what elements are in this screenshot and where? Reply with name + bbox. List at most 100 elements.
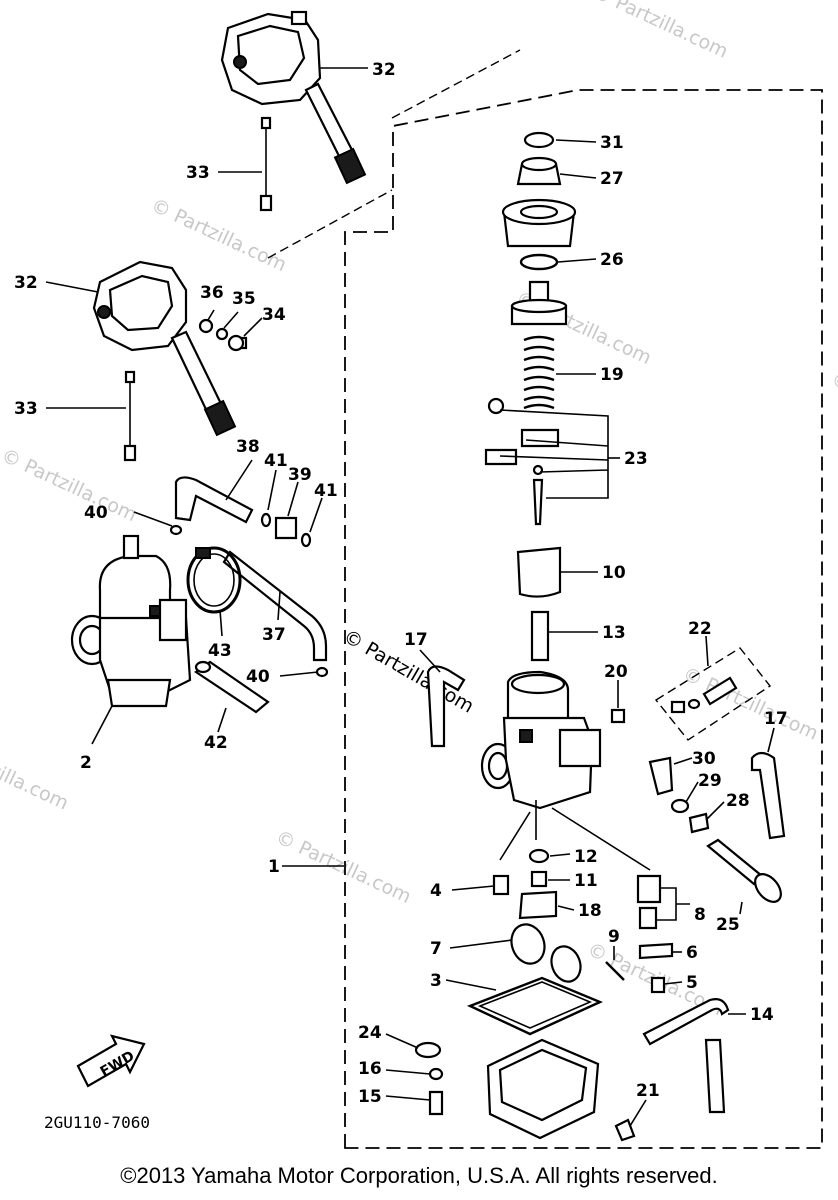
float-bowl [486, 1038, 600, 1140]
callout-41: 41 [314, 481, 338, 501]
callout-8: 8 [694, 905, 706, 925]
callout-40: 40 [84, 503, 108, 523]
callout-7: 7 [430, 939, 442, 959]
copyright-footer: ©2013 Yamaha Motor Corporation, U.S.A. A… [120, 1163, 718, 1188]
fwd-arrow-icon: FWD [76, 1034, 146, 1088]
callout-1: 1 [268, 857, 280, 877]
part-4 [492, 874, 510, 896]
callout-41: 41 [264, 451, 288, 471]
leader-lines [45, 67, 775, 1127]
part-20 [610, 708, 626, 724]
callout-9: 9 [608, 927, 620, 947]
part-40-clip [315, 666, 329, 678]
callout-19: 19 [600, 365, 624, 385]
callout-43: 43 [208, 641, 232, 661]
watermark: © Partzilla.com [589, 0, 731, 63]
watermark: © Partzilla.com [0, 444, 140, 526]
part-18-plate [518, 890, 558, 920]
callout-33: 33 [14, 399, 38, 419]
assembly-link-line [267, 189, 393, 259]
parts-39-41 [260, 512, 312, 548]
part-32-mid [92, 260, 237, 437]
callout-labels: 31 27 26 19 23 10 13 22 20 17 17 30 29 2… [14, 60, 788, 1107]
part-24-clamp [414, 1041, 442, 1059]
assembly-boundary [344, 89, 823, 1149]
part-30 [648, 756, 674, 796]
part-12-washer [528, 848, 550, 864]
callout-38: 38 [236, 437, 260, 457]
part-29 [670, 798, 690, 814]
callout-36: 36 [200, 283, 224, 303]
part-top-nut [501, 198, 577, 248]
callout-21: 21 [636, 1081, 660, 1101]
part-28 [688, 812, 710, 834]
part-6 [638, 942, 674, 960]
callout-34: 34 [262, 305, 286, 325]
part-40-clip [169, 524, 183, 536]
part-32-top [220, 10, 367, 185]
callout-28: 28 [726, 791, 750, 811]
callout-6: 6 [686, 943, 698, 963]
callout-32: 32 [14, 273, 38, 293]
callout-11: 11 [574, 871, 598, 891]
part-7-float [510, 923, 582, 983]
part-19-spring [523, 335, 555, 410]
callout-15: 15 [358, 1087, 382, 1107]
diagram-code: 2GU110-7060 [44, 1113, 150, 1132]
assembly-link-line [391, 49, 521, 119]
callout-13: 13 [602, 623, 626, 643]
part-33-top [259, 116, 273, 212]
part-3-gasket [466, 976, 604, 1036]
part-43-clamp [186, 546, 242, 614]
callout-30: 30 [692, 749, 716, 769]
carburetor-body [480, 670, 602, 810]
part-10-throttle-valve [516, 546, 562, 598]
watermark: © Partzilla.com [679, 663, 821, 745]
watermark: © Partzilla.com [272, 826, 414, 908]
callout-32: 32 [372, 60, 396, 80]
part-8-main-jet [636, 874, 662, 930]
callout-29: 29 [698, 771, 722, 791]
callout-3: 3 [430, 971, 442, 991]
watermark: © Partzilla.com [0, 733, 72, 815]
part-9-float-pin [605, 961, 625, 981]
callout-27: 27 [600, 169, 624, 189]
part-23-needle-set [484, 397, 560, 526]
callout-39: 39 [288, 465, 312, 485]
callout-33: 33 [186, 163, 210, 183]
part-2-carburetor [70, 534, 192, 708]
callout-31: 31 [600, 133, 624, 153]
callout-40: 40 [246, 667, 270, 687]
callout-16: 16 [358, 1059, 382, 1079]
part-25-starter-plunger [706, 838, 782, 903]
part-33-mid [123, 370, 137, 462]
callout-18: 18 [578, 901, 602, 921]
part-26-oring [519, 253, 559, 271]
parts-34-35-36 [198, 318, 248, 352]
part-31-washer [523, 131, 555, 149]
callout-14: 14 [750, 1005, 774, 1025]
part-5 [650, 976, 666, 994]
callout-2: 2 [80, 753, 92, 773]
callout-37: 37 [262, 625, 286, 645]
part-21-screw [614, 1118, 636, 1142]
part-13-needle-jet [530, 610, 550, 662]
part-22-screw-set [654, 647, 772, 741]
watermark: © Partzilla.com [828, 368, 838, 450]
callout-12: 12 [574, 847, 598, 867]
part-38-hose [174, 476, 254, 524]
callout-22: 22 [688, 619, 712, 639]
part-17-tube-left [426, 665, 466, 748]
callout-23: 23 [624, 449, 648, 469]
callout-4: 4 [430, 881, 442, 901]
part-11-jet [530, 870, 548, 888]
callout-17: 17 [764, 709, 788, 729]
callout-5: 5 [686, 973, 698, 993]
callout-20: 20 [604, 662, 628, 682]
callout-17: 17 [404, 630, 428, 650]
part-14-drain-tube [642, 998, 730, 1046]
part-17-tube-right [750, 751, 786, 840]
callout-10: 10 [602, 563, 626, 583]
part-15-screw [428, 1090, 444, 1116]
callout-25: 25 [716, 915, 740, 935]
